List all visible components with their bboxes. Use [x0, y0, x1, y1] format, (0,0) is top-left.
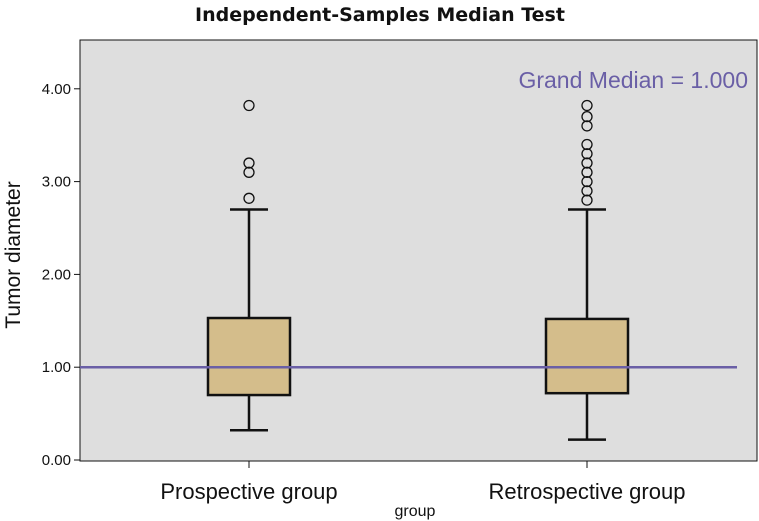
grand-median-label: Grand Median = 1.000: [518, 67, 748, 93]
outlier-point: [581, 120, 593, 132]
outlier-point: [243, 99, 255, 112]
x-axis: Prospective group Retrospective group: [160, 461, 685, 504]
iqr-box: [544, 317, 630, 395]
y-tick-label: 1.00: [42, 359, 71, 376]
plot-area: [79, 39, 758, 462]
outlier-point: [581, 175, 593, 188]
outlier-point: [581, 194, 593, 206]
outlier-point: [581, 148, 593, 160]
box-1: [206, 99, 292, 432]
y-axis: 0.00 1.00 2.00 3.00 4.00: [42, 81, 80, 469]
outlier-point: [243, 166, 255, 178]
outlier-point: [581, 110, 593, 123]
x-tick-label: Prospective group: [160, 479, 337, 504]
outlier-point: [581, 157, 593, 169]
outlier-point: [243, 192, 255, 204]
outlier-point: [581, 99, 593, 112]
y-tick-label: 3.00: [42, 174, 71, 191]
x-tick-label: Retrospective group: [489, 479, 686, 504]
outlier-point: [581, 166, 593, 178]
box-series: [206, 99, 630, 441]
y-axis-label: Tumor diameter: [2, 181, 25, 328]
grand-median-line: Grand Median = 1.000: [80, 67, 748, 369]
y-tick-label: 4.00: [42, 81, 71, 98]
outlier-point: [243, 157, 255, 169]
outlier-point: [581, 185, 593, 197]
y-tick-label: 0.00: [42, 452, 71, 469]
y-tick-label: 2.00: [42, 266, 71, 283]
iqr-box: [206, 316, 292, 397]
chart-title: Independent-Samples Median Test: [195, 4, 565, 26]
outlier-point: [581, 138, 593, 151]
box-2: [544, 99, 630, 441]
x-axis-label: group: [395, 503, 436, 520]
